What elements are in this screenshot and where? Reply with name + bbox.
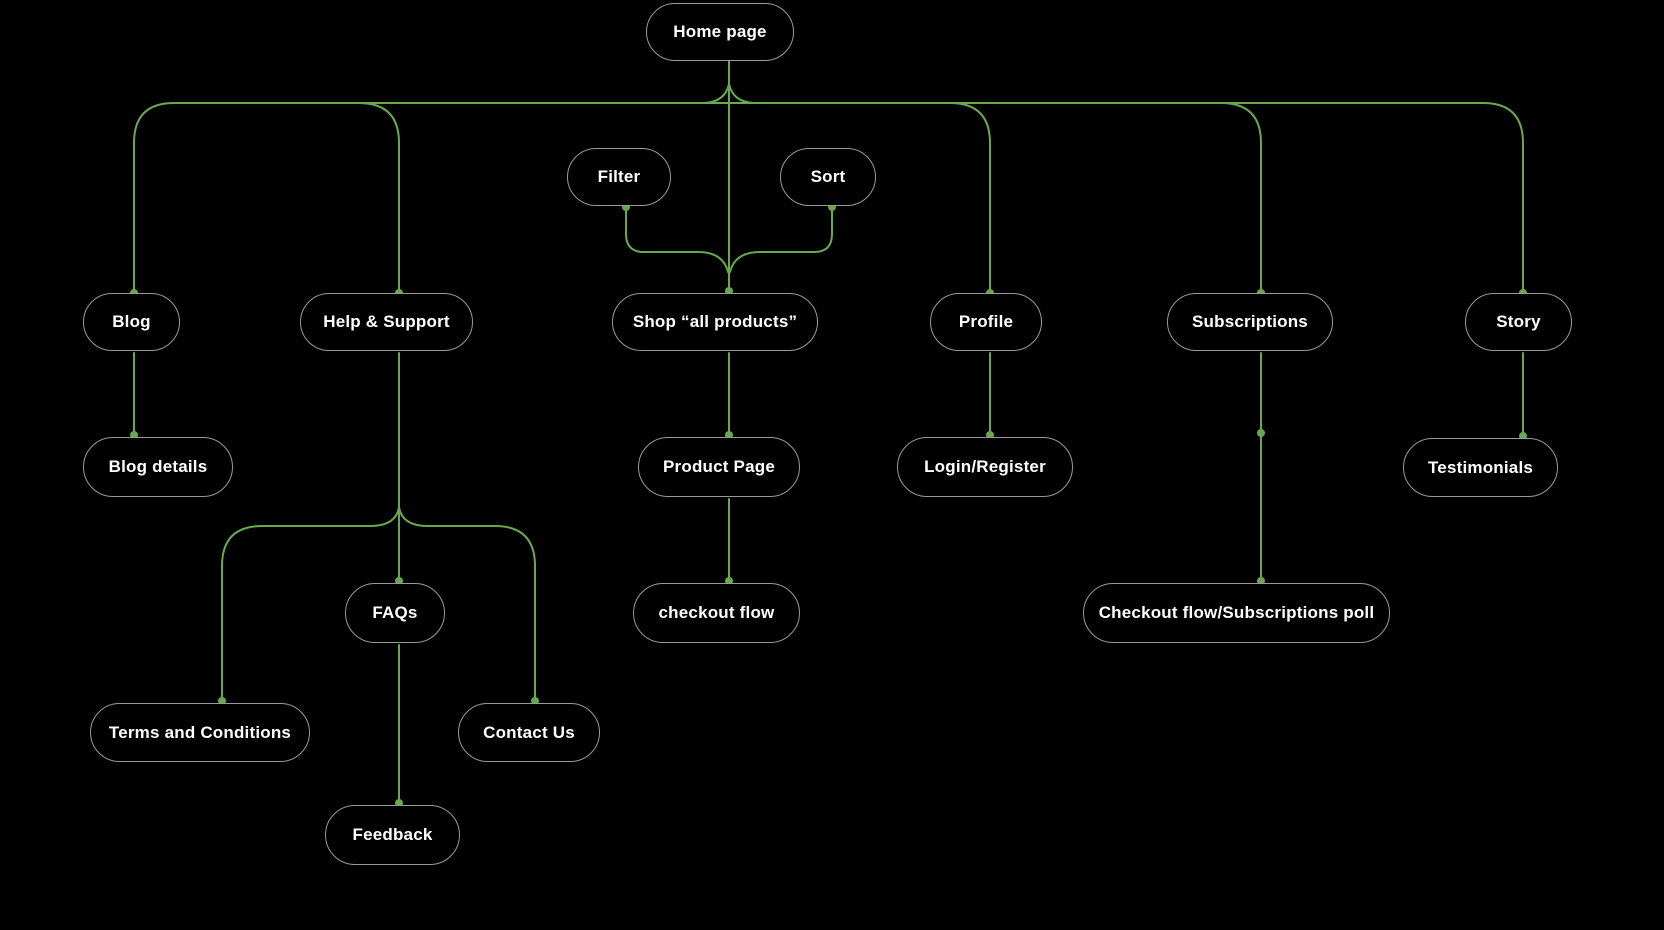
node-terms-and-conditions[interactable]: Terms and Conditions bbox=[90, 703, 310, 762]
node-checkout-subscriptions-poll[interactable]: Checkout flow/Subscriptions poll bbox=[1083, 583, 1390, 643]
connector-help-contact bbox=[398, 506, 536, 700]
node-terms-and-conditions-label: Terms and Conditions bbox=[108, 722, 292, 742]
node-login-register-label: Login/Register bbox=[924, 457, 1046, 476]
node-profile-label: Profile bbox=[958, 312, 1014, 331]
connector-rail-blog-story bbox=[133, 102, 1524, 292]
node-blog-label: Blog bbox=[112, 312, 151, 331]
connector-home-rail-fillet-left bbox=[703, 83, 730, 104]
node-feedback[interactable]: Feedback bbox=[325, 805, 460, 865]
node-product-page[interactable]: Product Page bbox=[638, 437, 800, 497]
node-help-support-label: Help & Support bbox=[323, 312, 450, 331]
node-product-page-label: Product Page bbox=[663, 457, 775, 476]
node-filter[interactable]: Filter bbox=[567, 148, 671, 206]
node-story-label: Story bbox=[1496, 312, 1541, 331]
node-checkout-flow-label: checkout flow bbox=[658, 603, 775, 622]
connector-help-terms bbox=[221, 506, 400, 700]
connector-rail-help bbox=[358, 102, 400, 292]
node-testimonials-label: Testimonials bbox=[1427, 457, 1534, 477]
node-sort[interactable]: Sort bbox=[780, 148, 876, 206]
connector-filter-shop bbox=[625, 207, 729, 273]
node-checkout-flow[interactable]: checkout flow bbox=[633, 583, 800, 643]
node-blog-details-label: Blog details bbox=[108, 457, 208, 476]
node-sort-label: Sort bbox=[810, 167, 846, 186]
node-shop-all-products-label: Shop “all products” bbox=[632, 312, 798, 331]
node-story[interactable]: Story bbox=[1465, 293, 1572, 351]
connector-home-rail-fillet-right bbox=[728, 83, 755, 104]
node-home-page[interactable]: Home page bbox=[646, 3, 794, 61]
node-shop-all-products[interactable]: Shop “all products” bbox=[612, 293, 818, 351]
node-blog-details[interactable]: Blog details bbox=[83, 437, 233, 497]
node-login-register[interactable]: Login/Register bbox=[897, 437, 1073, 497]
node-contact-us[interactable]: Contact Us bbox=[458, 703, 600, 762]
node-faqs-label: FAQs bbox=[372, 603, 418, 622]
node-checkout-subscriptions-poll-label: Checkout flow/Subscriptions poll bbox=[1098, 603, 1375, 622]
connector-sort-shop bbox=[729, 207, 833, 273]
node-profile[interactable]: Profile bbox=[930, 293, 1042, 351]
node-testimonials[interactable]: Testimonials bbox=[1403, 438, 1558, 497]
node-subscriptions-label: Subscriptions bbox=[1192, 312, 1308, 331]
node-filter-label: Filter bbox=[597, 167, 641, 186]
connector-rail-profile bbox=[949, 102, 991, 292]
connector-rail-subscriptions bbox=[1220, 102, 1262, 292]
edge-dot bbox=[1257, 429, 1265, 437]
node-feedback-label: Feedback bbox=[352, 825, 433, 844]
node-blog[interactable]: Blog bbox=[83, 293, 180, 351]
node-help-support[interactable]: Help & Support bbox=[300, 293, 473, 351]
node-faqs[interactable]: FAQs bbox=[345, 583, 445, 643]
node-subscriptions[interactable]: Subscriptions bbox=[1167, 293, 1333, 351]
node-contact-us-label: Contact Us bbox=[483, 722, 575, 742]
node-home-page-label: Home page bbox=[673, 22, 767, 41]
